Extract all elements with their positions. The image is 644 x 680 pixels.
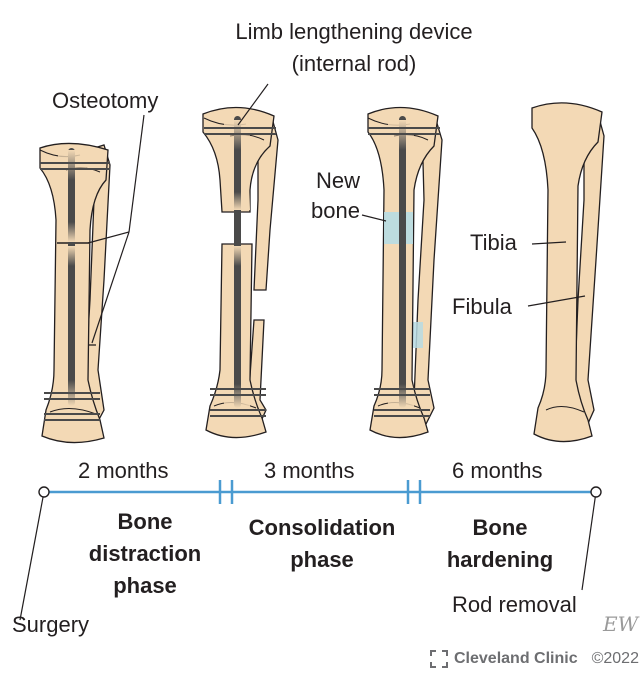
footer: Cleveland Clinic ©2022 xyxy=(430,650,639,668)
period-label-2: 3 months xyxy=(264,458,355,483)
new-bone-text: New bone xyxy=(311,168,360,223)
footer-brand: Cleveland Clinic xyxy=(454,650,578,667)
phase-3-line1: Bone xyxy=(472,515,528,540)
new-bone-tibia xyxy=(384,212,413,244)
phase-1-line2: distraction xyxy=(88,540,202,566)
phase-label-2: Consolidation phase xyxy=(236,512,408,576)
period-label-3: 6 months xyxy=(452,458,543,483)
device-title-line2: (internal rod) xyxy=(291,50,417,76)
phase-1-line1: Bone xyxy=(117,509,173,534)
period-label-1: 2 months xyxy=(78,458,169,483)
artist-signature: EW xyxy=(603,612,639,636)
fibula-label: Fibula xyxy=(452,294,512,319)
internal-rod xyxy=(68,148,75,406)
phase-label-1: Bone distraction phase xyxy=(80,506,210,602)
fibula-bone xyxy=(569,113,605,429)
leader-lines xyxy=(19,83,597,621)
leg-consolidation xyxy=(367,106,443,439)
cleveland-clinic-logo-icon xyxy=(430,650,448,668)
phase-2-line2: phase xyxy=(290,546,354,572)
osteotomy-label: Osteotomy xyxy=(52,88,159,113)
internal-rod xyxy=(399,116,406,408)
new-bone-fibula xyxy=(411,322,423,348)
timeline-start-marker xyxy=(38,486,50,498)
tibia-bone xyxy=(531,102,603,443)
device-title-line1: Limb lengthening device xyxy=(235,19,473,44)
phase-1-line3: phase xyxy=(113,572,177,598)
phase-2-line1: Consolidation xyxy=(248,515,396,540)
timeline-ticks xyxy=(218,480,422,504)
device-title: Limb lengthening device (internal rod) xyxy=(206,16,502,80)
tibia-label: Tibia xyxy=(470,230,517,255)
leg-hardening xyxy=(531,102,605,443)
phase-3-line2: hardening xyxy=(446,546,554,572)
leg-distraction xyxy=(202,106,279,439)
rod-removal-label: Rod removal xyxy=(452,592,577,617)
timeline xyxy=(38,480,602,504)
timeline-end-marker xyxy=(590,486,602,498)
phase-label-3: Bone hardening xyxy=(432,512,568,576)
surgery-label: Surgery xyxy=(12,612,90,637)
leg-surgery xyxy=(39,142,111,444)
footer-copyright: ©2022 xyxy=(591,650,639,667)
new-bone-label: New bone xyxy=(300,166,360,225)
